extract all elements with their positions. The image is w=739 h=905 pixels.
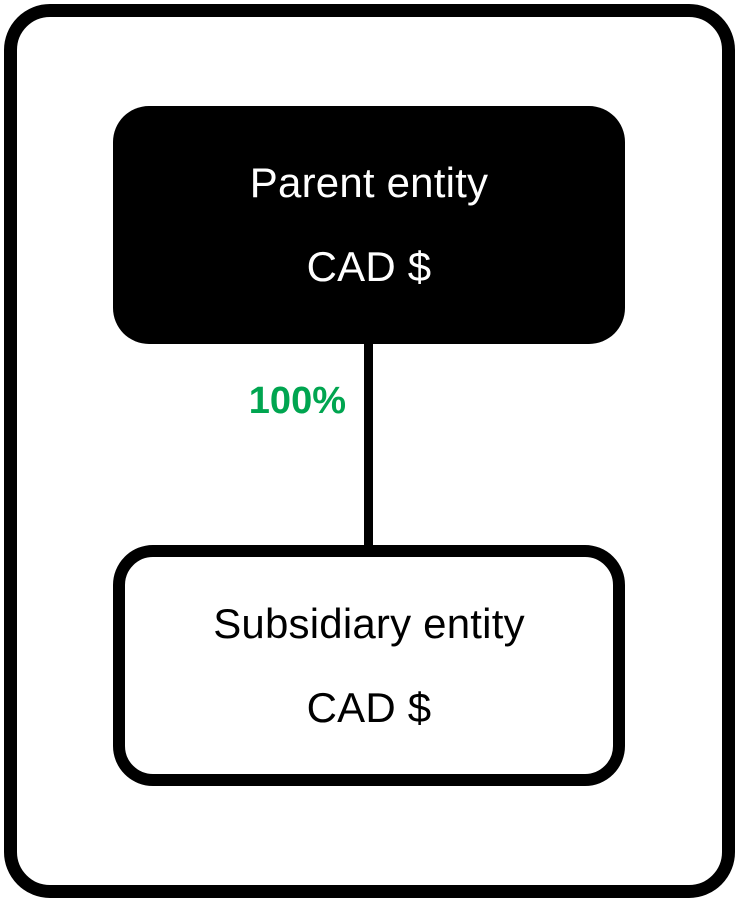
node-subsidiary-entity-currency: CAD $ [306, 683, 432, 731]
node-parent-entity-title: Parent entity [249, 159, 489, 206]
node-subsidiary-entity[interactable]: Subsidiary entity CAD $ [113, 545, 625, 786]
edge-ownership-percentage-label: 100% [248, 380, 346, 422]
edge-parent-to-subsidiary-line [364, 336, 373, 548]
node-subsidiary-entity-title: Subsidiary entity [213, 599, 525, 647]
node-parent-entity[interactable]: Parent entity CAD $ [113, 106, 625, 344]
node-parent-entity-currency: CAD $ [306, 243, 432, 290]
